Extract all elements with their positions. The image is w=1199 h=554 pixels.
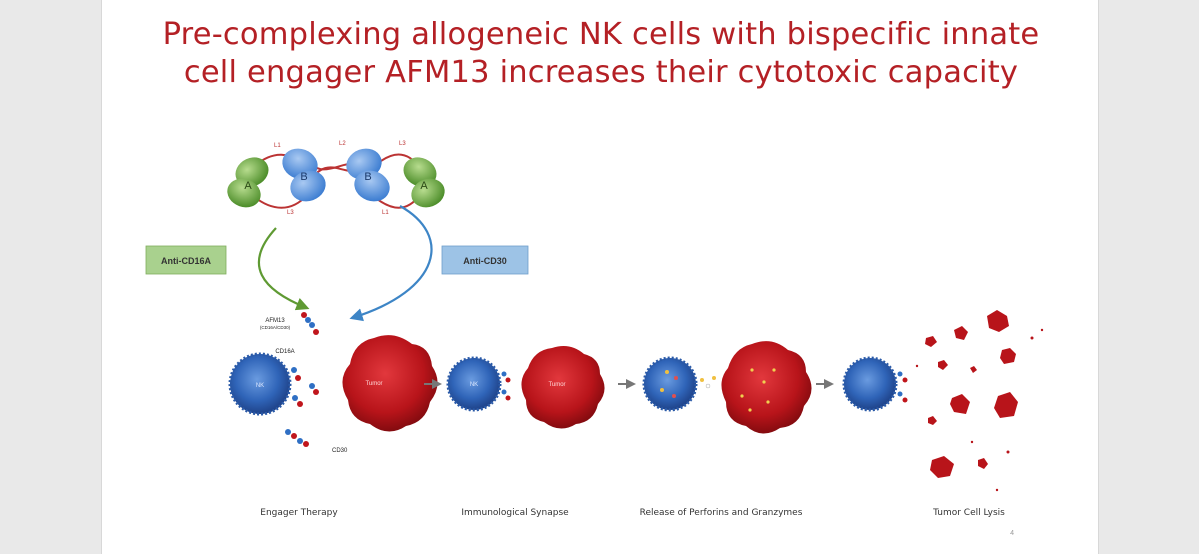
tumor-cell-3 bbox=[721, 341, 812, 434]
domain-b-left-label: B bbox=[300, 171, 307, 183]
stage-label-engager-therapy: Engager Therapy bbox=[260, 508, 338, 518]
anti-cd16a-label: Anti-CD16A bbox=[161, 256, 212, 266]
green-arrow bbox=[257, 227, 310, 311]
tumor-label-1: Tumor bbox=[365, 381, 382, 387]
cd16a-label: CD16A bbox=[275, 349, 294, 355]
anti-cd30-label: Anti-CD30 bbox=[463, 256, 507, 266]
tumor-cell-1: Tumor bbox=[342, 335, 438, 432]
domain-a-right: A bbox=[403, 157, 445, 208]
anti-cd16a-box: Anti-CD16A bbox=[145, 245, 227, 275]
nk-cell-4 bbox=[842, 356, 898, 412]
granules bbox=[700, 376, 716, 389]
nk-cell-2: NK bbox=[446, 356, 502, 412]
title-line-1: Pre-complexing allogeneic NK cells with … bbox=[162, 17, 1040, 52]
linker-label-l1: L1 bbox=[274, 143, 281, 149]
afm13-sub-label: (CD16A/CD30) bbox=[260, 325, 291, 330]
domain-a-left: A bbox=[227, 157, 269, 208]
synapse-2 bbox=[501, 371, 511, 401]
linker-label-l1-bottom: L1 bbox=[382, 210, 389, 216]
slide-title: Pre-complexing allogeneic NK cells with … bbox=[102, 16, 1100, 92]
synapse-4 bbox=[897, 371, 908, 403]
domain-b-right-label: B bbox=[364, 171, 371, 183]
linker-label-l2: L2 bbox=[339, 141, 346, 147]
stage-label-immunological-synapse: Immunological Synapse bbox=[461, 508, 569, 518]
domain-a-left-label: A bbox=[244, 180, 252, 192]
page-number: 4 bbox=[1010, 530, 1014, 537]
stage-label-tumor-lysis: Tumor Cell Lysis bbox=[933, 508, 1005, 518]
tumor-label-2: Tumor bbox=[548, 382, 565, 388]
nk-cell-1: NK bbox=[228, 352, 292, 416]
nk-cell-3 bbox=[642, 356, 698, 412]
afm13-label: AFM13 bbox=[265, 318, 285, 324]
linker-label-l3-bottom: L3 bbox=[287, 210, 294, 216]
stage-label-perforin-release: Release of Perforins and Granzymes bbox=[639, 508, 803, 518]
stage-tumor-lysis bbox=[842, 310, 1044, 492]
afm13-molecule: A B B A L1 L2 L3 L3 L bbox=[227, 141, 445, 216]
slide: Pre-complexing allogeneic NK cells with … bbox=[101, 0, 1099, 554]
anti-cd30-box: Anti-CD30 bbox=[441, 245, 529, 275]
domain-b-left: B bbox=[282, 148, 326, 202]
stage-engager-therapy: AFM13 (CD16A/CD30) CD16A NK CD30 Tumor bbox=[228, 312, 438, 454]
title-line-2: cell engager AFM13 increases their cytot… bbox=[183, 55, 1019, 90]
mechanism-diagram: A B B A L1 L2 L3 L3 L bbox=[145, 141, 1044, 492]
nk-label-2: NK bbox=[470, 382, 478, 388]
linker-label-l3: L3 bbox=[399, 141, 406, 147]
domain-a-right-label: A bbox=[420, 180, 428, 192]
tumor-fragments bbox=[915, 310, 1044, 492]
receptor-cluster bbox=[285, 367, 319, 447]
blue-arrow bbox=[349, 205, 433, 322]
stage-immunological-synapse: NK Tumor bbox=[446, 346, 605, 429]
nk-label-1: NK bbox=[256, 383, 264, 389]
tumor-cell-2: Tumor bbox=[521, 346, 605, 429]
stage-perforin-release bbox=[642, 341, 812, 434]
afm13-free-molecule bbox=[301, 312, 319, 335]
domain-b-right: B bbox=[346, 148, 390, 202]
cd30-label: CD30 bbox=[332, 448, 348, 454]
